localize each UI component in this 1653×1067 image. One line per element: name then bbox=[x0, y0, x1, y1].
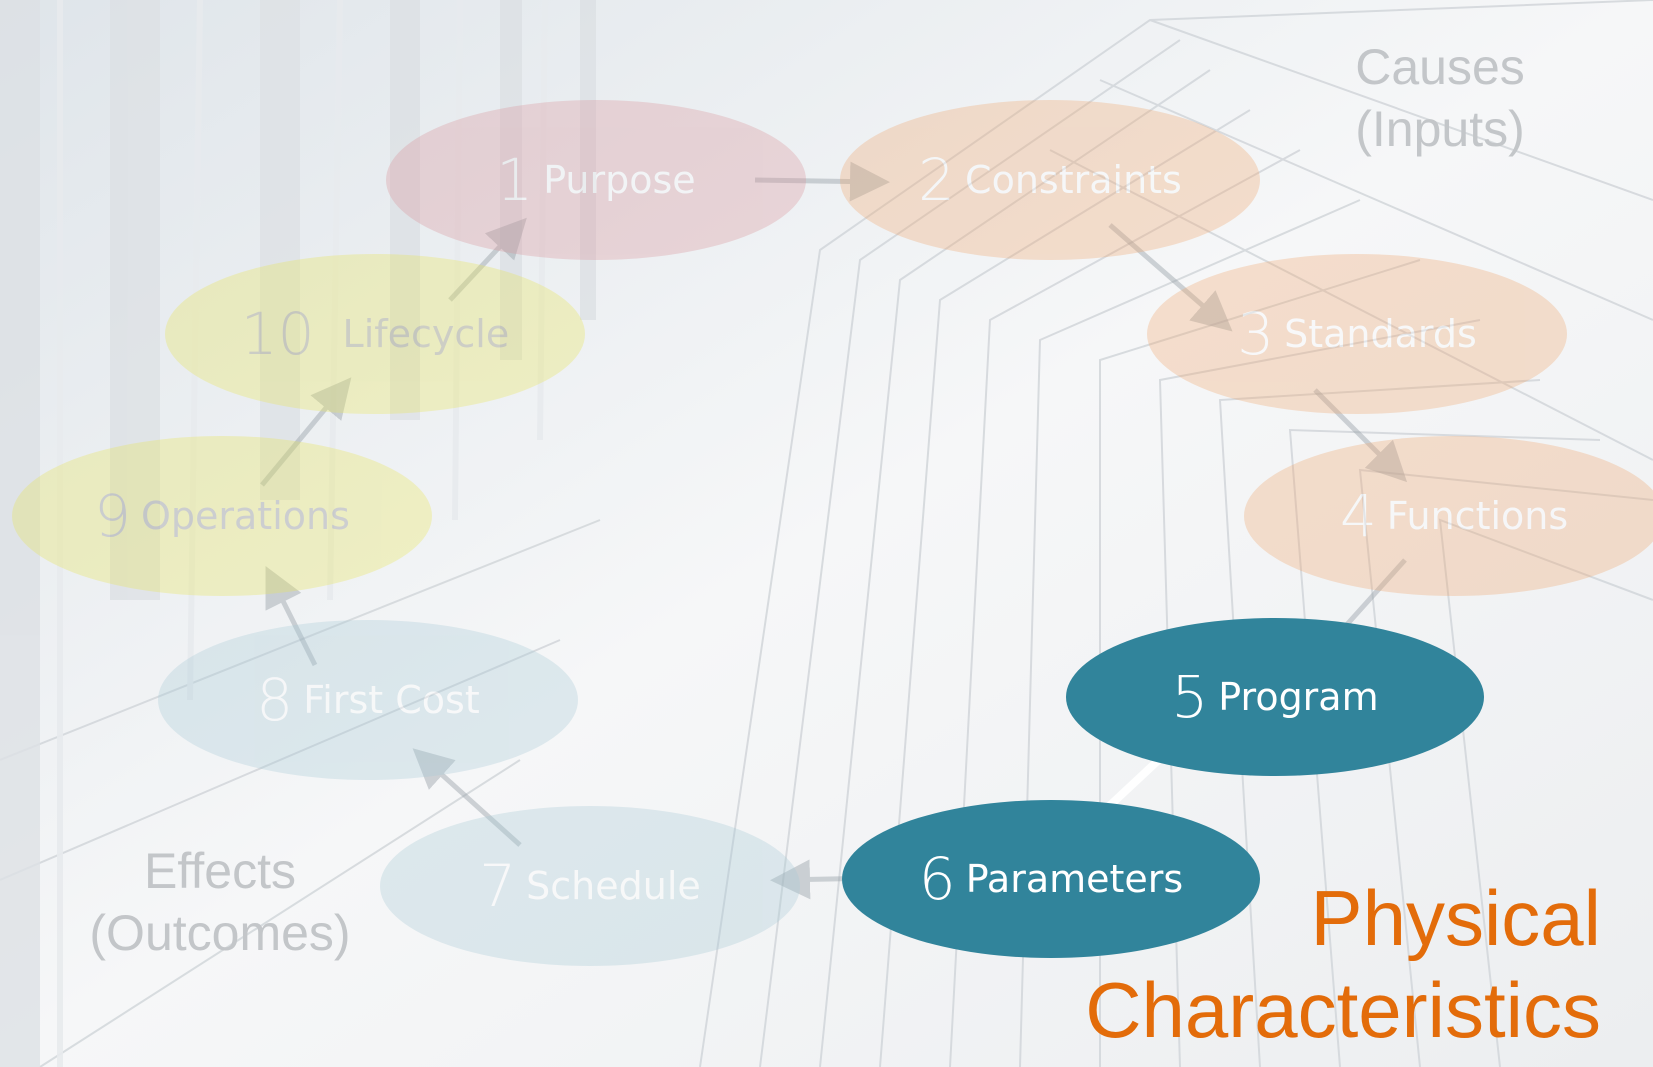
node-label: Schedule bbox=[526, 864, 701, 908]
node-number: 7 bbox=[479, 852, 517, 920]
node-label: Parameters bbox=[965, 857, 1184, 901]
highlight-title: Physical Characteristics bbox=[1085, 872, 1601, 1056]
highlight-title-line1: Physical bbox=[1310, 874, 1601, 962]
node-number: 2 bbox=[918, 146, 956, 214]
effects-title: Effects bbox=[144, 843, 296, 899]
node-lifecycle: 10 Lifecycle bbox=[165, 254, 585, 414]
node-number: 4 bbox=[1339, 482, 1377, 550]
node-label: Standards bbox=[1284, 312, 1477, 356]
node-first-cost: 8 First Cost bbox=[158, 620, 578, 780]
causes-title: Causes bbox=[1355, 39, 1525, 95]
node-program: 5 Program bbox=[1066, 618, 1484, 776]
node-number: 10 bbox=[240, 300, 315, 368]
node-number: 3 bbox=[1237, 300, 1275, 368]
node-parameters: 6 Parameters bbox=[842, 800, 1260, 958]
effects-subtitle: (Outcomes) bbox=[89, 905, 351, 961]
node-number: 6 bbox=[918, 845, 956, 913]
node-constraints: 2 Constraints bbox=[840, 100, 1260, 260]
node-operations: 9 Operations bbox=[12, 436, 432, 596]
node-functions: 4 Functions bbox=[1244, 436, 1653, 596]
highlight-title-line2: Characteristics bbox=[1085, 966, 1601, 1054]
node-standards: 3 Standards bbox=[1147, 254, 1567, 414]
node-label: Lifecycle bbox=[342, 312, 510, 356]
causes-label: Causes (Inputs) bbox=[1320, 36, 1560, 160]
node-schedule: 7 Schedule bbox=[380, 806, 800, 966]
node-label: Constraints bbox=[965, 158, 1182, 202]
node-label: First Cost bbox=[303, 678, 480, 722]
node-label: Purpose bbox=[543, 158, 696, 202]
node-purpose: 1 Purpose bbox=[386, 100, 806, 260]
node-label: Operations bbox=[140, 494, 350, 538]
node-label: Functions bbox=[1386, 494, 1569, 538]
causes-subtitle: (Inputs) bbox=[1355, 101, 1525, 157]
effects-label: Effects (Outcomes) bbox=[60, 840, 380, 964]
node-number: 1 bbox=[496, 146, 534, 214]
node-number: 9 bbox=[94, 482, 131, 550]
node-label: Program bbox=[1218, 675, 1379, 719]
node-number: 8 bbox=[256, 666, 294, 734]
node-number: 5 bbox=[1171, 663, 1209, 731]
